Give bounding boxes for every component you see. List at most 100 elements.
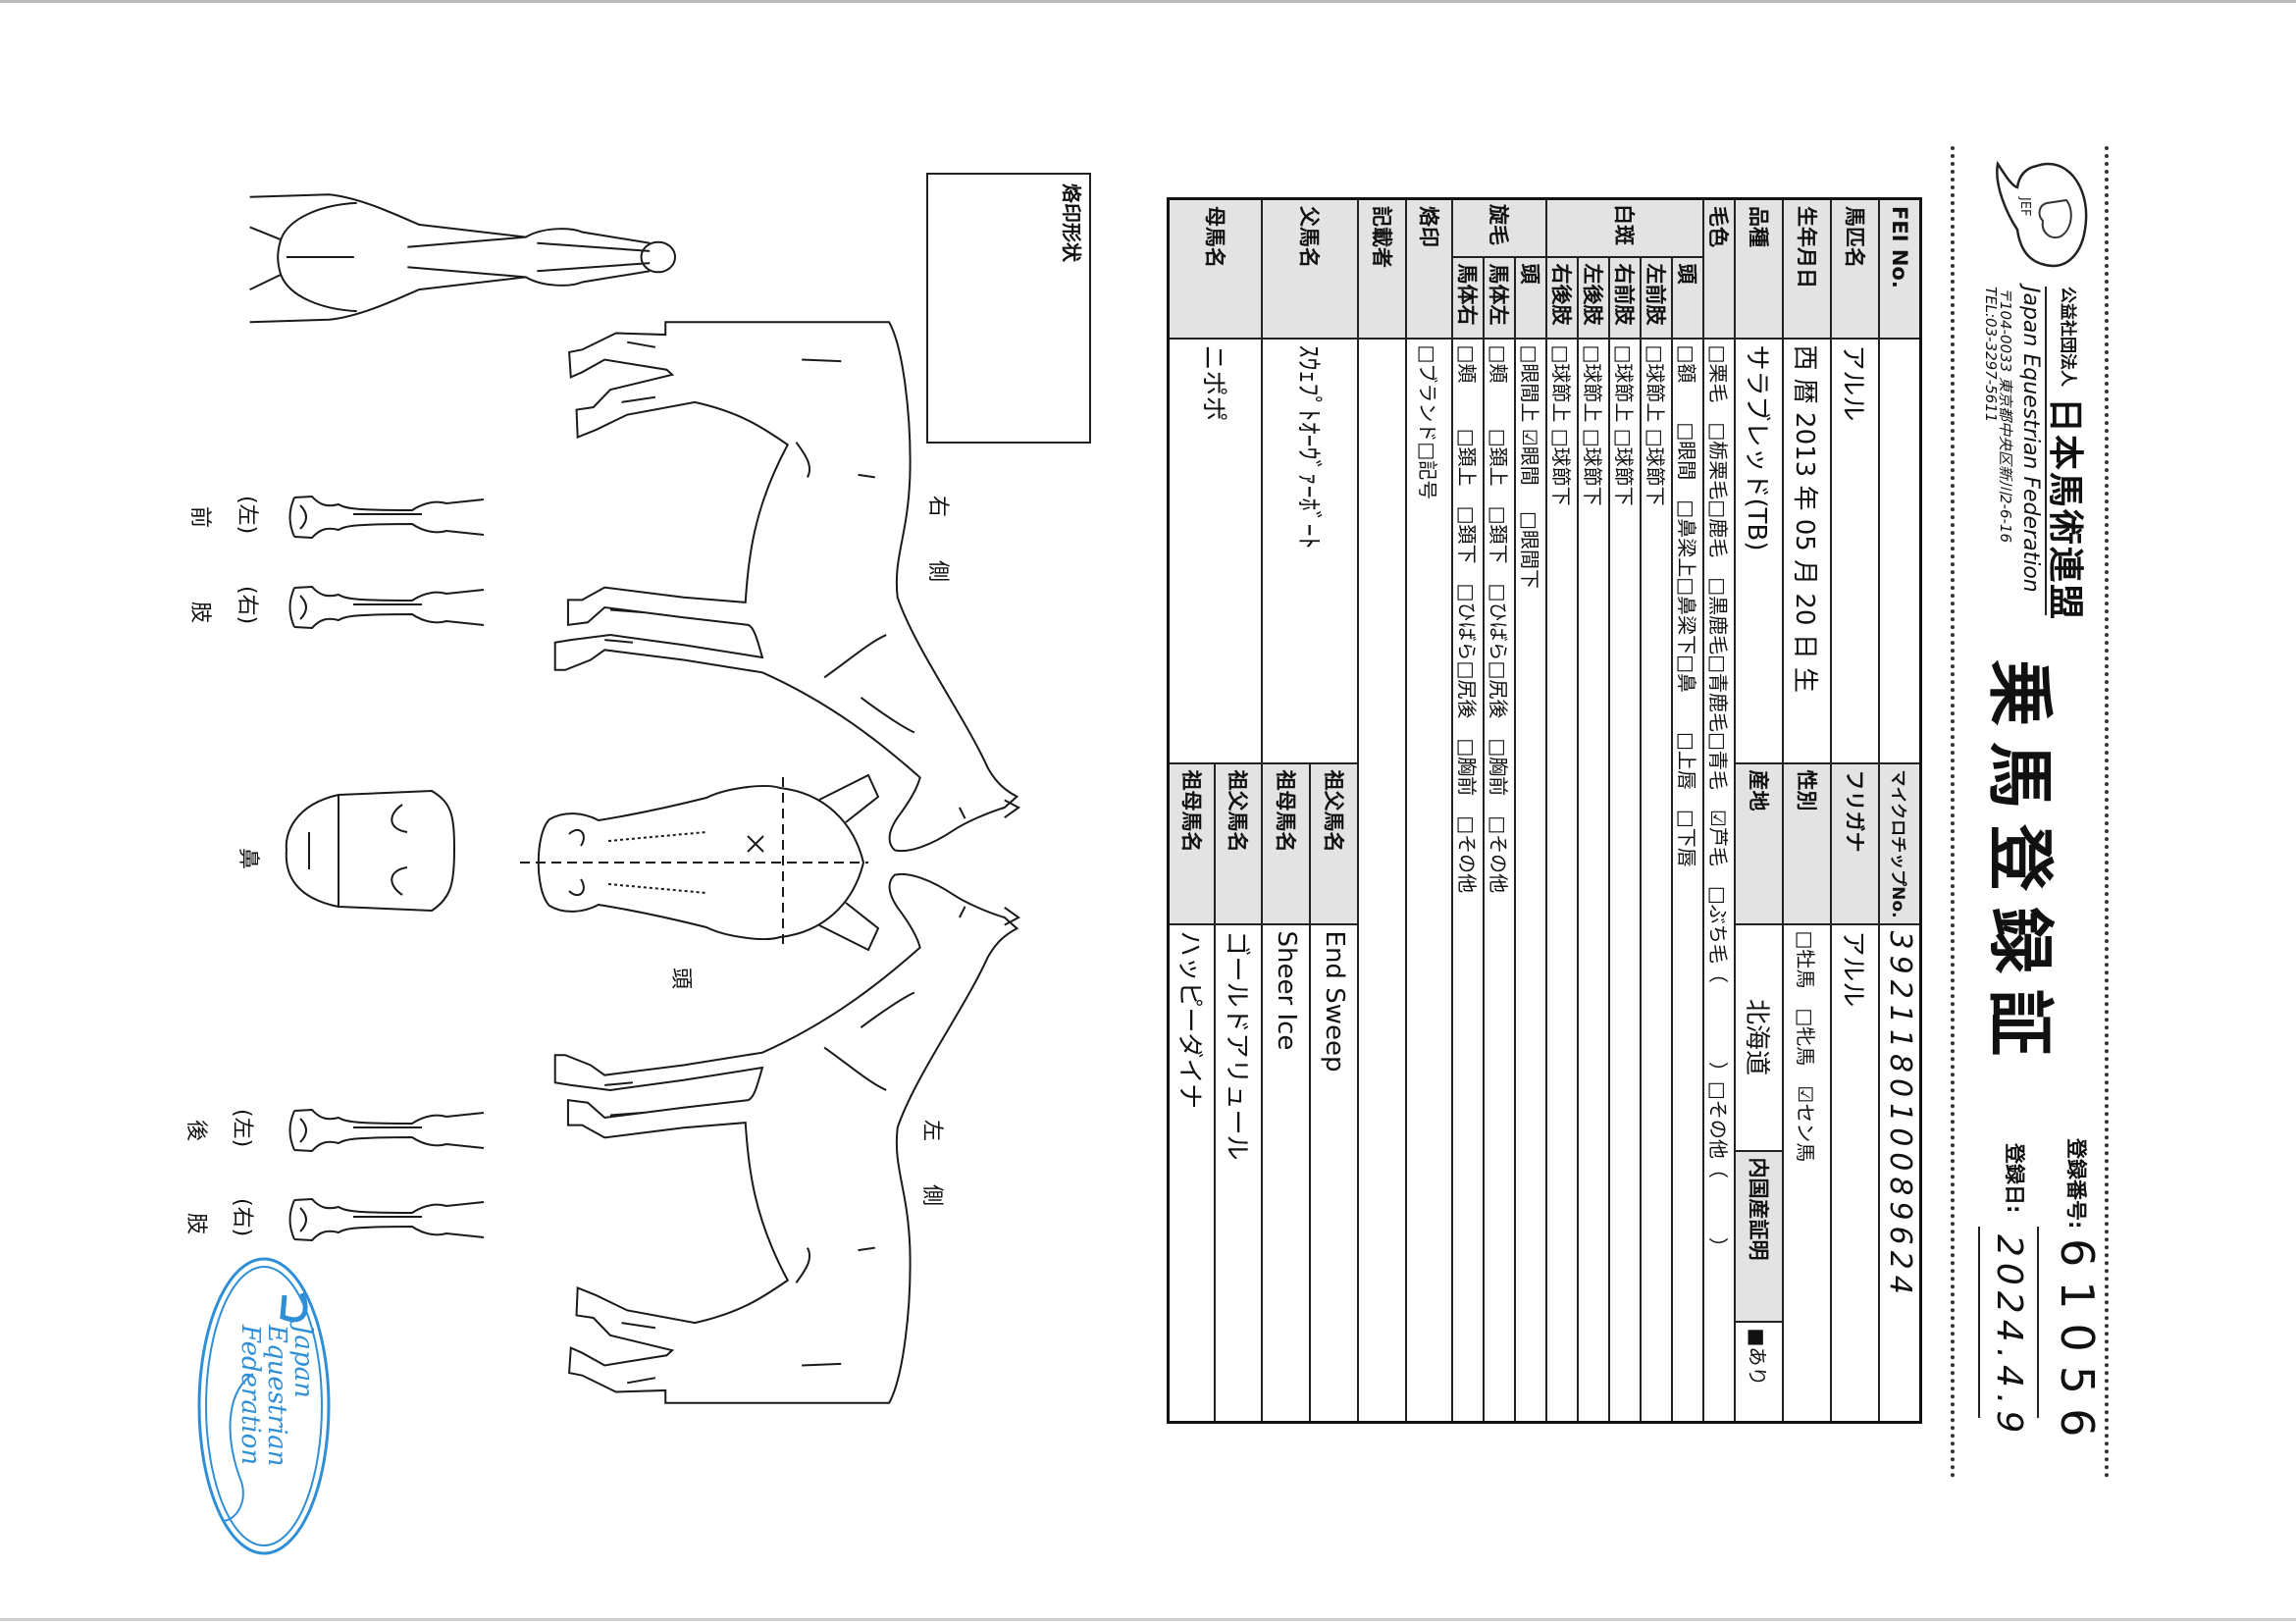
- hindleg-label-char: 肢: [183, 1213, 208, 1235]
- origin-label: 産地: [1735, 762, 1784, 924]
- underline: [2037, 1227, 2039, 1418]
- org-name: 日本馬術連盟: [2045, 397, 2085, 622]
- stamp-text: Federation: [235, 1325, 265, 1466]
- table-row: 馬体左 □頬 □頚上 □頚下 □ひばら□尻後 □胸前 □その他: [1484, 199, 1516, 1423]
- recorder-label: 記載者: [1358, 198, 1407, 339]
- nose-label: 鼻: [235, 848, 260, 870]
- hindleg-left-drawing: [290, 1110, 485, 1151]
- name-label: 馬匹名: [1831, 198, 1880, 339]
- table-row: 馬匹名 アルル フリガナ アルル: [1831, 198, 1880, 1423]
- page-title: 乗馬登録証: [1980, 659, 2058, 1073]
- dam-dam-label: 祖母馬名: [1168, 762, 1216, 924]
- whorl-value: □頬 □頚上 □頚下 □ひばら□尻後 □胸前 □その他: [1452, 338, 1485, 1423]
- table-row: 左後肢 □球節上 □球節下: [1578, 199, 1610, 1423]
- dob-label: 生年月日: [1783, 198, 1832, 339]
- foreleg-label-char: 肢: [187, 602, 212, 624]
- divider: [2045, 287, 2047, 615]
- sire-sire-label: 祖父馬名: [1310, 762, 1359, 924]
- scan-edge: [0, 0, 2296, 3]
- jef-stamp: Japan Equestrian Federation: [196, 1256, 332, 1556]
- svg-text:JEF: JEF: [2017, 196, 2032, 217]
- domestic-label: 内国産証明: [1735, 1150, 1784, 1322]
- reg-no-label: 登録番号:: [2064, 1138, 2088, 1230]
- name-value: アルル: [1831, 338, 1880, 763]
- white-value: □球節上 □球節下: [1546, 338, 1579, 1423]
- coat-value: □栗毛 □栃栗毛□鹿毛 □黒鹿毛□青鹿毛□青毛 ☑芦毛 □ぶち毛（ ）□その他（…: [1703, 338, 1736, 1423]
- white-marks-label: 白斑: [1546, 198, 1704, 257]
- horse-dorsal-view: [250, 194, 675, 322]
- sire-dam-value: Sheer Ice: [1262, 923, 1311, 1423]
- jef-logo: JEF: [1990, 146, 2096, 280]
- table-row: 烙印 □ブランド□記号: [1406, 198, 1453, 1423]
- table-row: 生年月日 西 暦 2013 年 05 月 20 日 生 性別 □牡馬 □牝馬 ☑…: [1783, 198, 1832, 1423]
- dam-dam-value: ハッピーダイナ: [1168, 923, 1216, 1423]
- reg-date-label: 登録日:: [2003, 1143, 2026, 1214]
- sire-dam-label: 祖母馬名: [1262, 762, 1311, 924]
- whorl-value: □眼間上 ☑眼間 □眼間下: [1515, 338, 1547, 1423]
- sire-sire-value: End Sweep: [1310, 923, 1359, 1423]
- white-sub-label: 左前肢: [1641, 256, 1673, 339]
- white-value: □球節上 □球節下: [1641, 338, 1673, 1423]
- white-sub-label: 左後肢: [1578, 256, 1610, 339]
- dam-label: 母馬名: [1168, 198, 1263, 339]
- stamp-text: Japan: [288, 1325, 318, 1398]
- white-value: □球節上 □球節下: [1609, 338, 1642, 1423]
- table-row: FEI No. マイクロチップNo. 392118010089624: [1879, 198, 1921, 1423]
- table-row: 馬体右 □頬 □頚上 □頚下 □ひばら□尻後 □胸前 □その他: [1452, 199, 1485, 1423]
- registration-table: FEI No. マイクロチップNo. 392118010089624 馬匹名 ア…: [1167, 197, 1922, 1425]
- brand-label: 烙印: [1406, 198, 1453, 339]
- dam-value: ニポポ: [1168, 338, 1263, 763]
- head-label: 頭: [668, 968, 693, 990]
- sex-value: □牡馬 □牝馬 ☑セン馬: [1783, 923, 1832, 1423]
- whorl-sub-label: 馬体左: [1484, 256, 1516, 339]
- furigana-label: フリガナ: [1831, 762, 1880, 924]
- leg-views: [290, 497, 485, 1240]
- white-value: □額 □眼間 □鼻梁上□鼻梁下□鼻 □上唇 □下唇: [1672, 338, 1704, 1423]
- dob-value: 西 暦 2013 年 05 月 20 日 生: [1783, 338, 1832, 763]
- foreleg-left-drawing: [290, 497, 485, 538]
- org-tel: TEL:03-3297-5611: [1982, 287, 2000, 423]
- foreleg-right-drawing: [290, 587, 485, 628]
- reg-date-value: 2024.4.9: [1989, 1234, 2029, 1440]
- sire-label: 父馬名: [1262, 198, 1359, 339]
- white-value: □球節上 □球節下: [1578, 338, 1610, 1423]
- dam-sire-label: 祖父馬名: [1215, 762, 1263, 924]
- table-row: 旋毛 頭 □眼間上 ☑眼間 □眼間下: [1452, 198, 1547, 1423]
- whorl-label: 旋毛: [1452, 198, 1547, 257]
- reg-no-value: 61056: [2051, 1238, 2104, 1451]
- table-row: 母馬名 ニポポ 祖父馬名 ゴールドアリュール: [1168, 198, 1263, 1423]
- scan-edge: [0, 1618, 2296, 1621]
- table-row: 右前肢 □球節上 □球節下: [1609, 199, 1642, 1423]
- dam-sire-value: ゴールドアリュール: [1215, 923, 1263, 1423]
- horse-head-front-view: [520, 775, 878, 950]
- white-sub-label: 右後肢: [1546, 256, 1579, 339]
- hindleg-label-char: 後: [183, 1120, 208, 1142]
- coat-label: 毛色: [1703, 198, 1736, 339]
- table-row: 右後肢 □球節上 □球節下: [1546, 199, 1579, 1423]
- recorder-value: [1358, 338, 1407, 1423]
- stamp-text: Equestrian: [262, 1325, 291, 1467]
- hindleg-right-label: (右): [230, 1198, 254, 1237]
- table-row: 父馬名 ｽｳｪﾌﾟﾄｵｰｳﾞｧｰﾎﾞｰﾄ 祖父馬名 End Sweep: [1262, 198, 1359, 1423]
- sex-label: 性別: [1783, 762, 1832, 924]
- breed-value: サラブレッド(TB): [1735, 338, 1784, 763]
- microchip-value: 392118010089624: [1879, 923, 1921, 1423]
- table-row: 品種 サラブレッド(TB) 産地 北海道 内国産証明 ■あり: [1735, 198, 1784, 1423]
- furigana-value: アルル: [1831, 923, 1880, 1423]
- origin-value: 北海道: [1735, 923, 1784, 1151]
- whorl-sub-label: 馬体右: [1452, 256, 1485, 339]
- microchip-label: マイクロチップNo.: [1879, 762, 1921, 924]
- dotted-border: [2105, 146, 2109, 1479]
- dotted-border: [1951, 146, 1955, 1479]
- right-side-label: 右 側: [925, 496, 950, 583]
- foreleg-label-char: 前: [187, 506, 212, 529]
- table-row: 毛色 □栗毛 □栃栗毛□鹿毛 □黒鹿毛□青鹿毛□青毛 ☑芦毛 □ぶち毛（ ）□そ…: [1703, 198, 1736, 1423]
- whorl-value: □頬 □頚上 □頚下 □ひばら□尻後 □胸前 □その他: [1484, 338, 1516, 1423]
- left-side-label: 左 側: [919, 1120, 944, 1207]
- table-row: 白斑 頭 □額 □眼間 □鼻梁上□鼻梁下□鼻 □上唇 □下唇: [1546, 198, 1704, 1423]
- hindleg-right-drawing: [290, 1199, 485, 1240]
- underline: [1978, 1227, 1980, 1418]
- hindleg-left-label: (左): [230, 1109, 254, 1148]
